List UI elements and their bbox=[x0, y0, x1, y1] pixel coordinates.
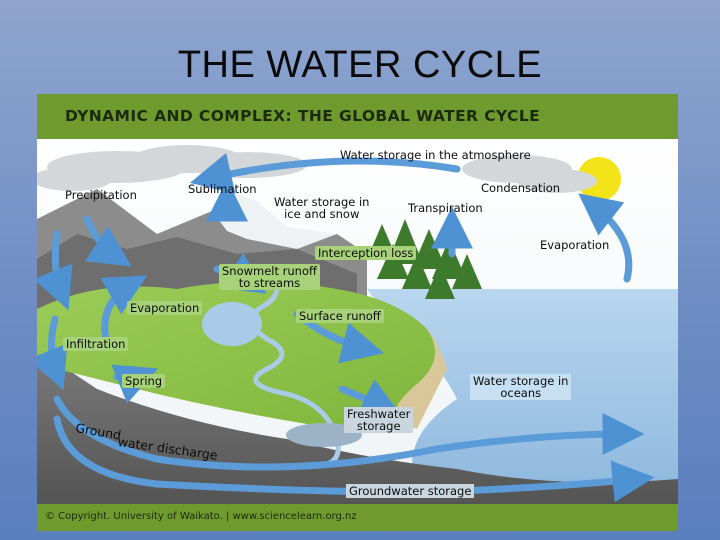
label-transpiration: Transpiration bbox=[408, 201, 483, 215]
label-water-storage-oceans: Water storage in oceans bbox=[470, 374, 572, 400]
label-condensation: Condensation bbox=[481, 181, 561, 195]
label-water-storage-atmosphere: Water storage in the atmosphere bbox=[340, 148, 531, 162]
precipitation-arrow-1 bbox=[83, 215, 132, 267]
atmosphere-arrow bbox=[189, 153, 461, 194]
evaporation-lake-arrow bbox=[100, 275, 148, 348]
figure-footer-copyright: © Copyright. University of Waikato. | ww… bbox=[45, 511, 357, 522]
label-water-storage-ice-snow-line2: ice and snow bbox=[284, 207, 360, 221]
label-water-storage-oceans-line2: oceans bbox=[500, 386, 542, 400]
label-water-storage-oceans-line1: Water storage in bbox=[473, 374, 569, 388]
groundwater-discharge-arrow bbox=[53, 395, 645, 471]
figure-header-title: DYNAMIC AND COMPLEX: THE GLOBAL WATER CY… bbox=[65, 107, 541, 125]
label-snowmelt-runoff-line2: to streams bbox=[238, 276, 301, 290]
label-water-storage-ice-snow: Water storage in ice and snow bbox=[274, 196, 369, 220]
freshwater-pocket bbox=[286, 423, 362, 447]
water-cycle-figure: DYNAMIC AND COMPLEX: THE GLOBAL WATER CY… bbox=[37, 94, 678, 531]
figure-footer: © Copyright. University of Waikato. | ww… bbox=[37, 504, 678, 531]
slide-title: THE WATER CYCLE bbox=[177, 44, 543, 86]
beach bbox=[394, 329, 447, 429]
label-freshwater-storage-line2: storage bbox=[356, 419, 401, 433]
label-interception-loss: Interception loss bbox=[315, 246, 417, 260]
label-spring: Spring bbox=[122, 374, 166, 388]
label-surface-runoff: Surface runoff bbox=[296, 309, 384, 323]
label-water-storage-ice-snow-line1: Water storage in bbox=[274, 195, 370, 209]
infiltration-arrow bbox=[37, 315, 68, 391]
label-evaporation-ocean: Evaporation bbox=[540, 238, 610, 252]
label-precipitation: Precipitation bbox=[65, 188, 137, 202]
label-freshwater-storage-line1: Freshwater bbox=[347, 407, 411, 421]
label-evaporation-lake: Evaporation bbox=[127, 301, 203, 315]
label-sublimation: Sublimation bbox=[188, 182, 257, 196]
label-freshwater-storage: Freshwater storage bbox=[344, 407, 414, 433]
label-groundwater-storage: Groundwater storage bbox=[346, 484, 475, 498]
evaporation-ocean-arrow bbox=[578, 193, 633, 283]
label-snowmelt-runoff: Snowmelt runoff to streams bbox=[219, 264, 320, 290]
label-snowmelt-runoff-line1: Snowmelt runoff bbox=[222, 264, 317, 278]
label-infiltration: Infiltration bbox=[63, 337, 129, 351]
cloud-right bbox=[462, 155, 597, 193]
precipitation-arrow-2 bbox=[37, 230, 73, 311]
sun bbox=[577, 157, 621, 201]
groundwater-storage-arrow bbox=[53, 415, 655, 503]
lake bbox=[202, 302, 262, 346]
figure-header: DYNAMIC AND COMPLEX: THE GLOBAL WATER CY… bbox=[37, 94, 678, 139]
